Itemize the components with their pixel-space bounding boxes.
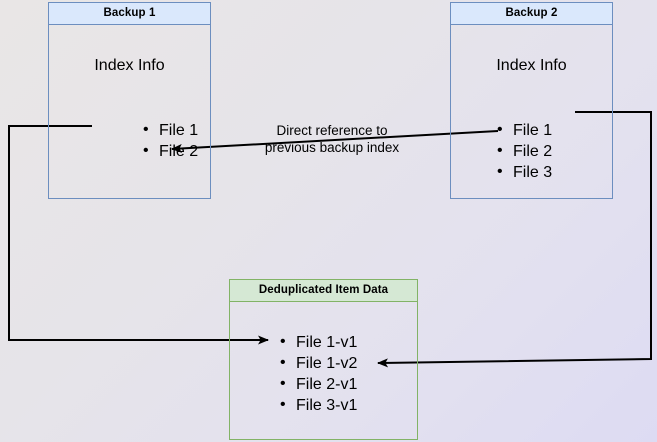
list-item: File 1-v1 (278, 331, 357, 353)
list-item: File 2 (141, 140, 198, 162)
list-item: File 1-v2 (278, 352, 357, 374)
list-item: File 3-v1 (278, 394, 357, 416)
list-item: File 1 (495, 119, 552, 141)
node-backup-2[interactable]: Backup 2 Index Info File 1 File 2 File 3 (450, 2, 613, 199)
list-item: File 2 (495, 140, 552, 162)
list-item: File 1 (141, 119, 198, 141)
node-dedup-header: Deduplicated Item Data (230, 280, 417, 302)
backup-2-index-info-label: Index Info (496, 57, 567, 74)
node-dedup-body: File 1-v1 File 1-v2 File 2-v1 File 3-v1 (230, 302, 417, 439)
dedup-file-list: File 1-v1 File 1-v2 File 2-v1 File 3-v1 (278, 331, 357, 416)
node-backup-1[interactable]: Backup 1 Index Info File 1 File 2 (48, 2, 211, 199)
edge-label-line-1: Direct reference to (276, 123, 388, 138)
backup-1-file-list: File 1 File 2 (141, 119, 198, 162)
list-item: File 3 (495, 161, 552, 183)
backup-2-file-list: File 1 File 2 File 3 (495, 119, 552, 183)
list-item: File 2-v1 (278, 373, 357, 395)
node-backup-2-body: Index Info File 1 File 2 File 3 (451, 25, 612, 198)
edge-label-line-2: previous backup index (264, 140, 400, 155)
edge-label-direct-reference: Direct reference to previous backup inde… (248, 122, 416, 156)
node-backup-1-header: Backup 1 (49, 3, 210, 25)
node-deduplicated-item-data[interactable]: Deduplicated Item Data File 1-v1 File 1-… (229, 279, 418, 440)
backup-1-index-info-label: Index Info (94, 57, 165, 74)
node-backup-2-header: Backup 2 (451, 3, 612, 25)
node-backup-1-body: Index Info File 1 File 2 (49, 25, 210, 198)
